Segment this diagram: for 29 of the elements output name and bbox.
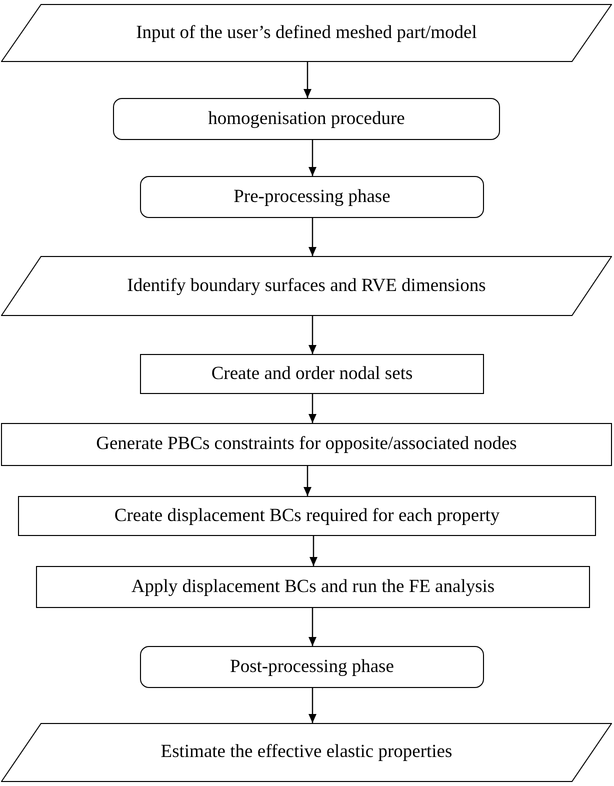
arrow <box>308 608 316 646</box>
process-box <box>18 496 596 536</box>
input-output-parallelogram <box>1 4 612 62</box>
input-output-parallelogram <box>1 723 612 782</box>
step-label: Input of the user’s defined meshed part/model <box>136 22 477 44</box>
arrow <box>308 140 316 176</box>
step-label: Identify boundary surfaces and RVE dimensions <box>127 276 486 296</box>
process-rounded-box <box>140 646 484 688</box>
arrow <box>308 218 316 256</box>
step-label: Apply displacement BCs and run the FE analysis <box>131 576 495 598</box>
input-output-parallelogram <box>1 256 612 316</box>
arrow <box>308 688 316 723</box>
step-label: Estimate the effective elastic properties <box>160 742 452 763</box>
arrow <box>308 316 316 354</box>
arrow <box>304 62 312 98</box>
arrow <box>308 394 316 423</box>
step-label: Create displacement BCs required for each property <box>114 506 500 526</box>
step-label: Post-processing phase <box>230 656 394 678</box>
process-box <box>36 566 590 608</box>
process-rounded-box <box>113 98 500 140</box>
step-label: Create and order nodal sets <box>211 364 413 384</box>
process-box <box>140 354 484 394</box>
process-box <box>1 423 612 466</box>
step-label: Generate PBCs constraints for opposite/associated nodes <box>96 434 517 455</box>
arrow <box>310 536 318 566</box>
step-label: Pre-processing phase <box>234 186 390 208</box>
process-rounded-box <box>140 176 484 218</box>
arrow <box>304 466 312 496</box>
step-label: homogenisation procedure <box>208 108 405 130</box>
